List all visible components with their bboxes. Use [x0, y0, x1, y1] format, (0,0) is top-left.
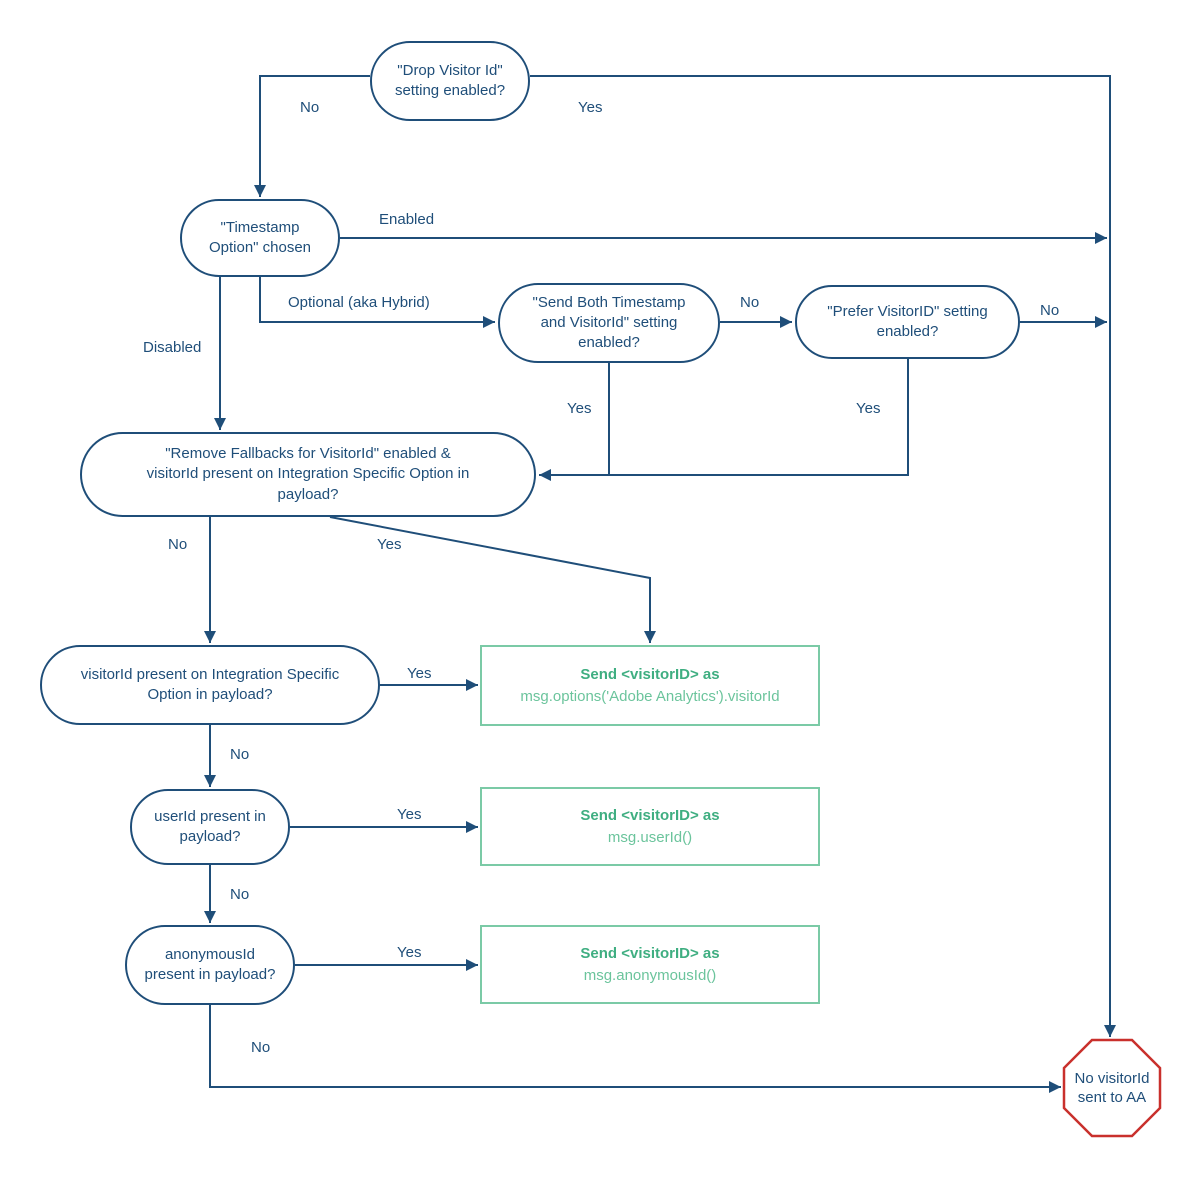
label-drop-yes: Yes — [578, 99, 603, 116]
node-text-line: userId present in — [154, 807, 266, 825]
node-text-line: enabled? — [578, 334, 640, 352]
node-text-line: enabled? — [876, 323, 939, 340]
action-code: msg.options('Adobe Analytics').visitorId — [520, 687, 780, 705]
label-drop-no: No — [300, 99, 320, 116]
node-text-line: visitorId present on Integration Specifi… — [80, 665, 340, 683]
edge-drop-no — [254, 75, 370, 197]
node-text-line: anonymousId — [164, 945, 256, 963]
action-send-userid: Send <visitorID> as msg.userId() — [480, 787, 820, 866]
node-text-line: "Send Both Timestamp — [532, 293, 686, 311]
action-code: msg.userId() — [607, 828, 693, 846]
node-text-line: visitorId present on Integration Specifi… — [146, 465, 470, 483]
label-visitorid-no: No — [230, 746, 250, 763]
node-text-line: Option" chosen — [208, 239, 312, 256]
node-text-line: payload? — [277, 485, 339, 503]
action-title: Send <visitorID> as — [580, 665, 720, 683]
action-title: Send <visitorID> as — [580, 944, 720, 962]
node-text-line: present in payload? — [144, 966, 276, 983]
label-remove-no: No — [168, 536, 188, 553]
node-remove-fallbacks: "Remove Fallbacks for VisitorId" enabled… — [80, 432, 536, 517]
label-timestamp-disabled: Disabled — [143, 339, 202, 356]
label-anonymousid-no: No — [251, 1039, 271, 1056]
action-title: Send <visitorID> as — [580, 806, 720, 824]
edge-drop-yes — [530, 75, 1116, 1037]
action-send-anonymousid: Send <visitorID> as msg.anonymousId() — [480, 925, 820, 1004]
node-anonymousid-present: anonymousId present in payload? — [125, 925, 295, 1005]
node-text-line: Option in payload? — [147, 686, 273, 703]
node-text-line: and VisitorId" setting — [540, 313, 678, 331]
node-text-line: "Timestamp — [220, 218, 300, 236]
label-visitorid-yes: Yes — [407, 665, 432, 682]
node-text-line: sent to AA — [1077, 1089, 1147, 1106]
label-send-both-no: No — [740, 294, 760, 311]
node-userid-present: userId present in payload? — [130, 789, 290, 865]
node-visitorid-present: visitorId present on Integration Specifi… — [40, 645, 380, 725]
edge-remove-yes — [329, 516, 656, 643]
edge-anonymousid-no — [209, 1005, 1061, 1093]
edge-timestamp-optional — [259, 277, 495, 328]
node-text-line: No visitorId — [1074, 1069, 1150, 1087]
node-text-line: setting enabled? — [394, 82, 506, 99]
edge-prefer-yes — [539, 359, 909, 481]
node-text-line: "Remove Fallbacks for VisitorId" enabled… — [165, 445, 451, 463]
action-send-options: Send <visitorID> as msg.options('Adobe A… — [480, 645, 820, 726]
label-remove-yes: Yes — [377, 536, 402, 553]
stop-octagon — [1062, 1038, 1162, 1138]
node-text-line: "Prefer VisitorID" setting — [827, 302, 988, 320]
node-prefer-visitorid-setting: "Prefer VisitorID" setting enabled? — [795, 285, 1020, 359]
label-userid-no: No — [230, 886, 250, 903]
node-text-line: payload? — [179, 828, 241, 845]
label-anonymousid-yes: Yes — [397, 944, 422, 961]
node-text-line: "Drop Visitor Id" — [397, 61, 503, 79]
node-timestamp-option: "Timestamp Option" chosen — [180, 199, 340, 277]
label-prefer-no: No — [1040, 302, 1060, 319]
label-timestamp-enabled: Enabled — [379, 211, 435, 228]
node-send-both-setting: "Send Both Timestamp and VisitorId" sett… — [498, 283, 720, 363]
label-timestamp-optional: Optional (aka Hybrid) — [288, 294, 430, 311]
node-drop-visitor-setting: "Drop Visitor Id" setting enabled? — [370, 41, 530, 121]
label-send-both-yes: Yes — [567, 400, 592, 417]
stop-no-visitorid: No visitorId sent to AA — [1064, 1040, 1160, 1136]
label-userid-yes: Yes — [397, 806, 422, 823]
action-code: msg.anonymousId() — [583, 966, 717, 984]
label-prefer-yes: Yes — [856, 400, 881, 417]
